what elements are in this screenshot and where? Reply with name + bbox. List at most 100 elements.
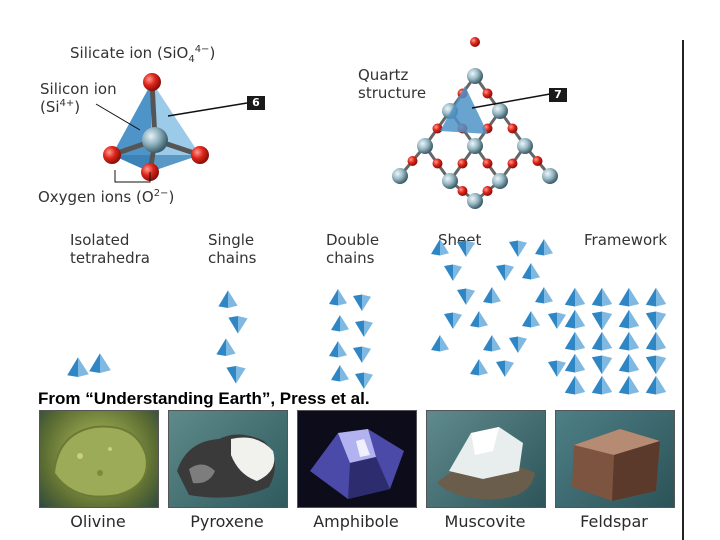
quartz-silicon-atom: [442, 173, 458, 189]
tetrahedron-face: [353, 347, 362, 364]
tetrahedron-face: [329, 289, 338, 306]
tetrahedron-face: [362, 295, 371, 312]
tetrahedron-face: [509, 241, 518, 258]
tetrahedron-face: [629, 332, 639, 351]
tetrahedron-face: [619, 288, 629, 307]
tetrahedron-face: [646, 288, 656, 307]
tetrahedron-face: [453, 265, 462, 282]
tetrahedron-face: [656, 332, 666, 351]
tetrahedron-face: [592, 312, 602, 331]
source-note: From “Understanding Earth”, Press et al.: [38, 389, 370, 409]
tetrahedron-face: [522, 263, 531, 280]
tetrahedron-face: [548, 313, 557, 330]
tetrahedron-face: [646, 332, 656, 351]
muscovite-photo: [426, 410, 546, 508]
tetrahedron-face: [340, 315, 349, 332]
tetrahedron-face: [522, 311, 531, 328]
tetrahedron-face: [656, 356, 666, 375]
caption-feldspar: Feldspar: [550, 512, 678, 531]
oxygen-atom-right: [191, 146, 209, 164]
tetrahedron-face: [629, 310, 639, 329]
tetrahedron-face: [602, 312, 612, 331]
amphibole-crystal-shape: [298, 411, 416, 507]
quartz-oxygen-atom: [483, 89, 493, 99]
tetrahedron-face: [440, 239, 449, 256]
tetrahedron-face: [602, 356, 612, 375]
quartz-lattice-diagram: [380, 36, 580, 216]
tetrahedron-face: [602, 288, 612, 307]
tetrahedron-face: [656, 312, 666, 331]
tetrahedron-face: [565, 310, 575, 329]
tetrahedron-face: [548, 361, 557, 378]
caption-olivine: Olivine: [34, 512, 162, 531]
tetrahedron-face: [353, 295, 362, 312]
tetrahedron-face: [619, 376, 629, 395]
tetrahedron-face: [505, 361, 514, 378]
quartz-silicon-atom: [467, 193, 483, 209]
quartz-silicon-atom: [392, 168, 408, 184]
quartz-silicon-atom: [492, 173, 508, 189]
tetrahedron-face: [496, 265, 505, 282]
tetrahedron-face: [518, 337, 527, 354]
tetrahedron-face: [338, 289, 347, 306]
tetrahedron-face: [592, 332, 602, 351]
tetrahedra-structures-diagram: [0, 236, 690, 396]
tetrahedron-face: [544, 239, 553, 256]
feldspar-crystal-shape: [556, 411, 674, 507]
tetrahedron-face: [656, 376, 666, 395]
tetrahedron-face: [646, 356, 656, 375]
pyroxene-rock-shape: [169, 411, 287, 507]
tetrahedron-face: [444, 313, 453, 330]
tetrahedron-face: [544, 287, 553, 304]
amphibole-photo: [297, 410, 417, 508]
tetrahedron-face: [646, 312, 656, 331]
tetrahedron-face: [364, 373, 373, 390]
tetrahedron-face: [457, 241, 466, 258]
tetrahedron-face: [535, 239, 544, 256]
tetrahedron-face: [444, 265, 453, 282]
tetrahedron-face: [629, 354, 639, 373]
tetrahedron-face: [216, 338, 226, 356]
tetrahedron-face: [483, 335, 492, 352]
tetrahedron-face: [535, 287, 544, 304]
quartz-oxygen-atom: [433, 159, 443, 169]
oxygen-atom-left: [103, 146, 121, 164]
quartz-oxygen-atom: [483, 159, 493, 169]
tetrahedron-face: [228, 316, 238, 334]
quartz-oxygen-atom: [483, 186, 493, 196]
tetrahedron-face: [364, 321, 373, 338]
tetrahedron-face: [492, 335, 501, 352]
tetrahedron-face: [575, 376, 585, 395]
muscovite-crystal-shape: [427, 411, 545, 507]
tetrahedron-face: [619, 354, 629, 373]
pyroxene-photo: [168, 410, 288, 508]
quartz-oxygen-atom: [533, 156, 543, 166]
tetrahedron-face: [592, 376, 602, 395]
tetrahedron-face: [565, 332, 575, 351]
quartz-silicon-atom: [542, 168, 558, 184]
tetrahedron-face: [440, 335, 449, 352]
tetrahedron-face: [505, 265, 514, 282]
olivine-photo: [39, 410, 159, 508]
tetrahedron-face: [340, 365, 349, 382]
silicate-tetrahedron-diagram: [0, 0, 280, 230]
tetrahedron-face: [338, 341, 347, 358]
tetrahedron-face: [531, 311, 540, 328]
tetrahedron-face: [496, 361, 505, 378]
tetrahedron-face: [592, 356, 602, 375]
tetrahedron-face: [228, 290, 238, 308]
tetrahedron-face: [518, 241, 527, 258]
tetrahedron-face: [100, 353, 111, 373]
tetrahedron-face: [557, 361, 566, 378]
olivine-rock-shape: [40, 411, 158, 507]
caption-pyroxene: Pyroxene: [163, 512, 291, 531]
quartz-oxygen-atom: [433, 124, 443, 134]
tetrahedron-face: [575, 332, 585, 351]
feldspar-photo: [555, 410, 675, 508]
tetrahedron-face: [355, 373, 364, 390]
tetrahedron-face: [470, 359, 479, 376]
quartz-oxygen-atom: [508, 159, 518, 169]
quartz-oxygen-atom: [458, 186, 468, 196]
quartz-oxygen-atom: [508, 124, 518, 134]
tetrahedron-face: [218, 290, 228, 308]
